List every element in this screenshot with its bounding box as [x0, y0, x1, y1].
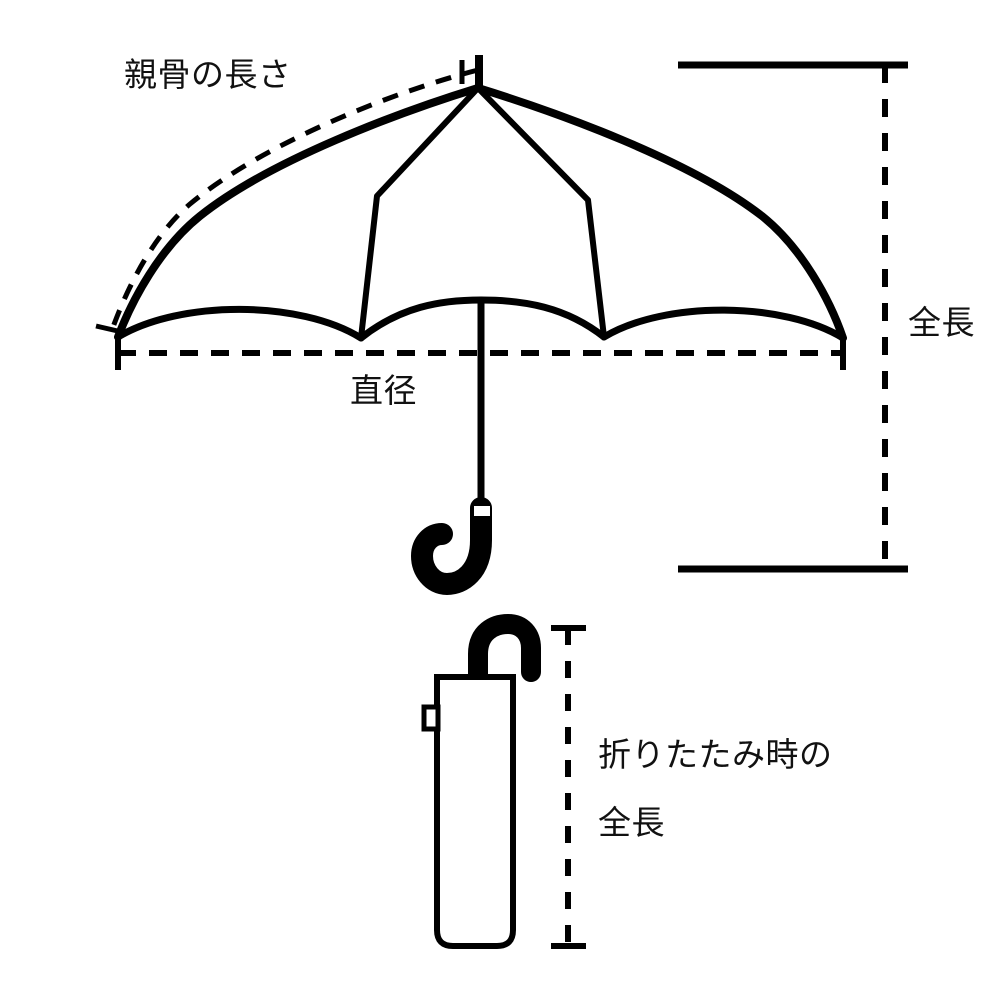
folded-umbrella-hook	[468, 614, 541, 696]
measure-total-length	[678, 61, 908, 573]
canopy-hem-scallop-4	[600, 306, 847, 342]
canopy-hem-scallop-2	[357, 296, 485, 342]
measure-folded-total-length	[551, 625, 586, 949]
canopy-hem-scallop-3	[477, 296, 608, 341]
canopy-hem-scallop-1	[114, 305, 365, 342]
strap-tab	[421, 704, 441, 732]
rib-length-dashed-line	[109, 67, 479, 331]
label-folded-total-length: 折りたたみ時の全長	[598, 732, 833, 846]
label-folded-total-length-line-1: 折りたたみ時の	[598, 735, 833, 774]
label-rib-length: 親骨の長さ	[124, 55, 292, 94]
measure-rib-length	[95, 60, 479, 335]
canopy-right-panel-edge	[474, 84, 847, 342]
canopy-left-panel-edge	[114, 84, 482, 341]
open-umbrella	[114, 55, 847, 595]
canopy-rib-seam-left	[358, 85, 481, 341]
j-hook-handle	[411, 497, 492, 595]
handle-collar-notch	[474, 506, 490, 516]
label-diameter: 直径	[350, 371, 417, 410]
folded-umbrella-body	[434, 674, 516, 949]
label-total-length: 全長	[908, 303, 975, 342]
label-folded-total-length-line-2: 全長	[598, 803, 665, 842]
canopy-rib-seam-right	[475, 85, 607, 340]
folded-umbrella	[421, 614, 541, 949]
measure-diameter	[115, 338, 846, 370]
rib-length-tick-bottom	[95, 323, 123, 335]
